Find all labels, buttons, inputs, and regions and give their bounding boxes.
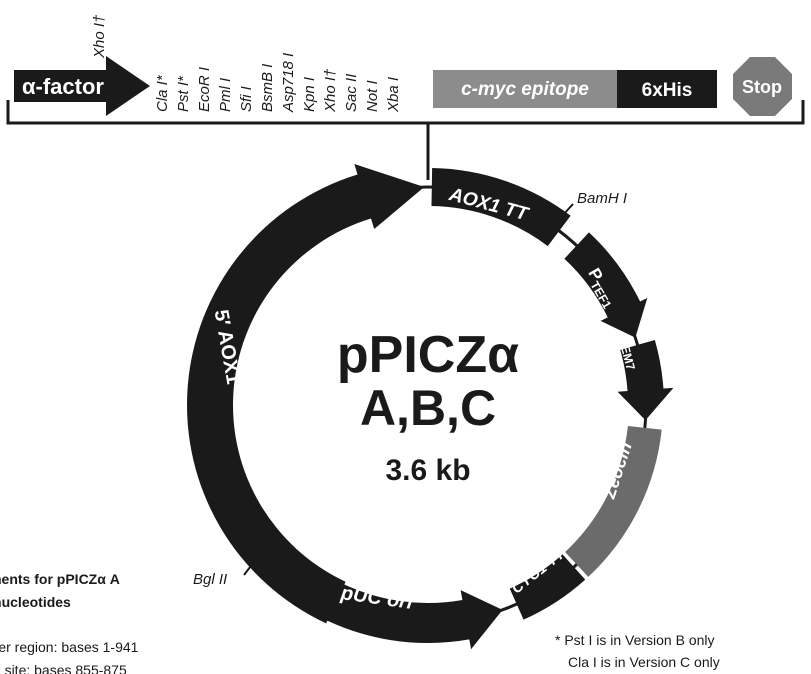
xho1-top-site: Xho I† (91, 14, 108, 59)
bgl2-label: Bgl II (193, 571, 227, 588)
restriction-site-label: Sac II (343, 74, 360, 112)
comments-priming: 5′ AOX1 priming site: bases 855-875 (0, 662, 127, 674)
stop-octagon (733, 57, 792, 116)
pem7-label: PEM7 (616, 336, 638, 372)
myc-epitope-label: c-myc epitope (461, 79, 589, 100)
comments-block: Comments for pPICZα A 3593 nucleotides 5… (0, 571, 139, 674)
plasmid-size: 3.6 kb (385, 454, 470, 487)
footnotes: * Pst I is in Version B only Cla I is in… (555, 632, 720, 670)
restriction-site-label: Xba I (385, 77, 402, 113)
bgl2-tick (243, 549, 264, 576)
comments-length: 3593 nucleotides (0, 594, 71, 610)
restriction-site-label: Xho I† (322, 68, 339, 113)
alpha-factor-arrow (14, 56, 150, 116)
restriction-site-label: Cla I* (154, 74, 171, 112)
restriction-site-label: EcoR I (196, 67, 213, 112)
ptef1-arrow (564, 232, 648, 338)
myc-epitope-box (433, 70, 617, 108)
mcs-bracket (6, 100, 805, 125)
bamh1-tick (552, 203, 574, 227)
alpha-factor-label: α-factor (22, 74, 104, 99)
restriction-site-label: Pml I (217, 78, 234, 112)
puc-ori-arrow (316, 579, 503, 650)
aox1-5prime-arrow (186, 164, 425, 624)
comments-promoter: 5′ AOX1 promoter region: bases 1-941 (0, 639, 139, 655)
plasmid-name: pPICZα (337, 326, 519, 384)
zeocin-box (565, 426, 662, 577)
restriction-site-label: BsmB I (259, 64, 276, 112)
cyc1-tt-box (509, 554, 586, 620)
restriction-site-label: Kpn I (301, 77, 318, 112)
his-tag-label: 6xHis (642, 80, 693, 101)
plasmid-versions: A,B,C (360, 380, 496, 436)
bamh1-label: BamH I (577, 190, 627, 207)
plasmid-circle: AOX1 TT PTEF1 PEM7 Zeocin CYC1 TT pUC or… (186, 164, 674, 650)
restriction-site-label: Pst I* (175, 75, 192, 112)
footnote-cla: Cla I is in Version C only (568, 654, 720, 670)
restriction-site-label: Asp718 I (280, 53, 297, 113)
restriction-site-label: Sfi I (238, 86, 255, 112)
his-tag-box (617, 70, 717, 108)
aox1-tt-box (431, 168, 571, 247)
restriction-site-label: Not I (364, 80, 381, 112)
pem7-arrow (617, 339, 674, 421)
stop-label: Stop (742, 77, 782, 97)
footnote-pst: * Pst I is in Version B only (555, 632, 715, 648)
comments-title: Comments for pPICZα A (0, 571, 120, 587)
